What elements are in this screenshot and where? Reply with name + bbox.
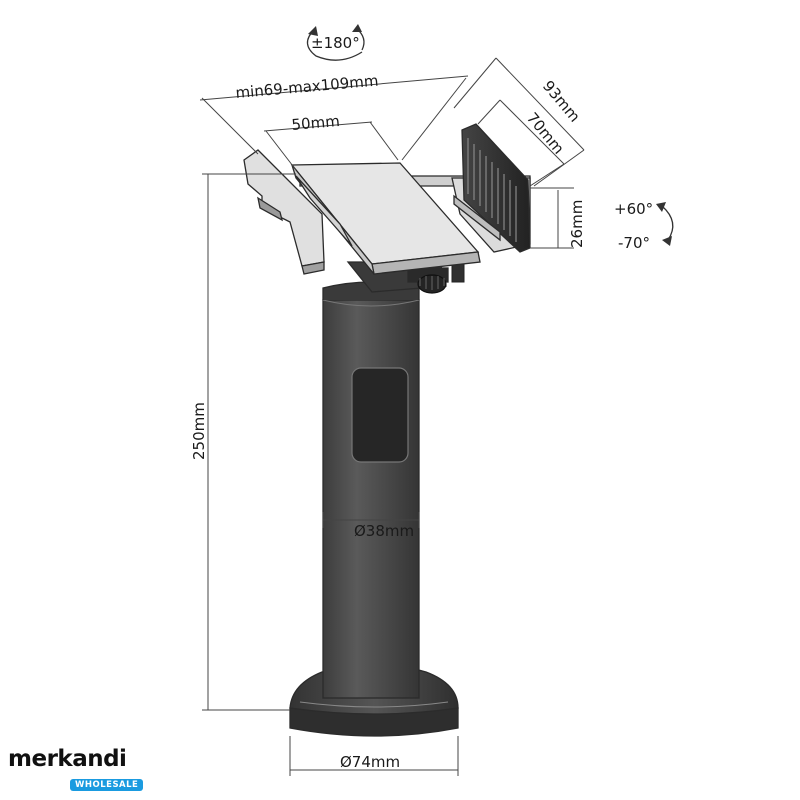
label-depth-70: 70mm <box>523 109 568 158</box>
label-tilt-down: -70° <box>618 234 650 252</box>
dimension-lines <box>199 57 585 776</box>
stand-pole <box>322 281 420 699</box>
rotate-arrow-icon <box>306 24 365 61</box>
tablet-cradle <box>243 123 531 275</box>
label-height-26: 26mm <box>568 200 586 248</box>
tilt-arrow-icon <box>656 202 674 246</box>
merkandi-logo: merkandi WHOLESALE <box>8 746 148 791</box>
label-tilt-up: +60° <box>614 200 653 218</box>
label-width-range: min69-max109mm <box>235 72 379 102</box>
pole-window <box>351 367 409 463</box>
tilt-joint <box>346 261 465 294</box>
label-pole-diameter: Ø38mm <box>354 522 414 540</box>
logo-wordmark: merkandi <box>8 746 127 772</box>
label-rotation: ±180° <box>311 34 360 52</box>
logo-badge: WHOLESALE <box>70 779 144 791</box>
label-height-250: 250mm <box>190 402 208 460</box>
label-base-diameter: Ø74mm <box>340 753 400 771</box>
label-width-50: 50mm <box>291 112 341 134</box>
